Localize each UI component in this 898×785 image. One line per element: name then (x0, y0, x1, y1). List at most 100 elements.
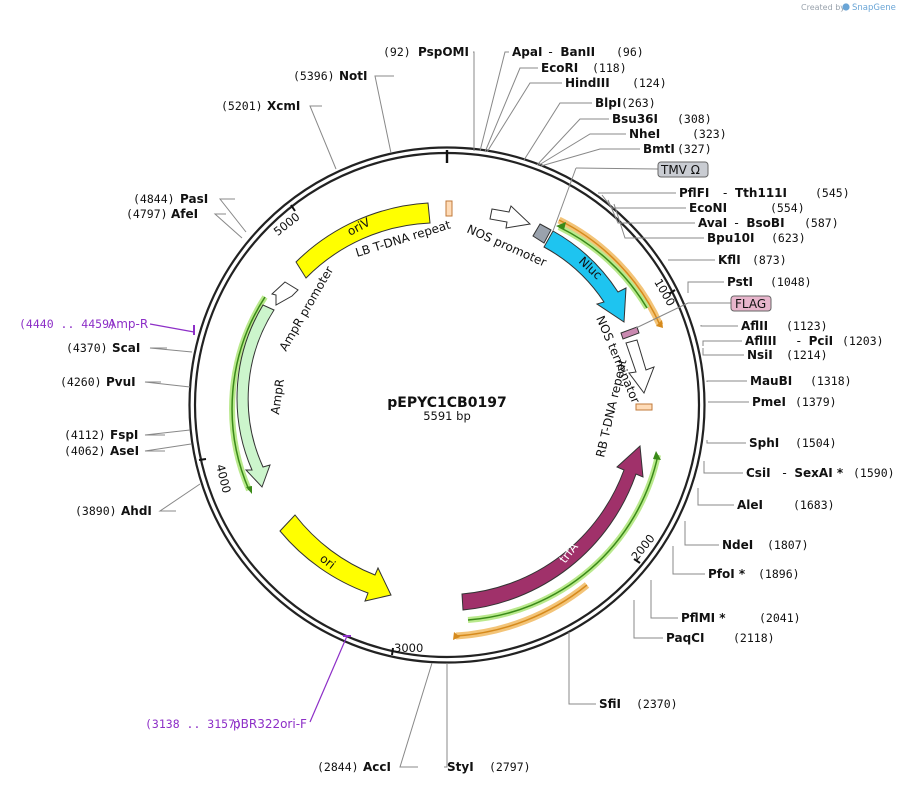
site-leader-line (309, 105, 337, 170)
site-name: PvuI (106, 375, 136, 389)
snapgene-credit: Created by SnapGene (801, 3, 896, 13)
site-leader-line (486, 82, 562, 153)
site-position: (1318) (810, 374, 852, 388)
site-name: NheI (629, 127, 660, 141)
site-leader-line (684, 521, 719, 546)
site-position: (1123) (786, 319, 828, 333)
site-leader-line (607, 199, 695, 224)
site-name-secondary: Tth111I (735, 186, 787, 200)
site-position: (1048) (770, 275, 812, 289)
site-name: Bsu36I (612, 112, 658, 126)
restriction-site: PflMI *(2041) (681, 611, 801, 625)
site-position: (1807) (767, 538, 809, 552)
feature-FLAG-block (620, 326, 640, 340)
site-position: (1214) (786, 348, 828, 362)
restriction-site: EcoNI (554) (689, 201, 805, 215)
site-leader-line (633, 600, 663, 639)
site-name: AvaI (698, 216, 727, 230)
site-name: PfoI * (708, 567, 746, 581)
site-separator: - (782, 466, 786, 480)
restriction-site: StyI(2797) (447, 760, 531, 774)
site-leader-line (149, 347, 193, 353)
site-separator: - (734, 216, 738, 230)
site-position: (623) (771, 231, 806, 245)
site-leader-line (687, 281, 724, 293)
site-position: (554) (770, 201, 805, 215)
pBR322ori-F-name: pBR322ori-F (233, 717, 307, 731)
restriction-site: PaqCI(2118) (666, 631, 775, 645)
site-separator: - (723, 186, 727, 200)
Amp-R-name: Amp-R (108, 317, 148, 331)
site-leader-line (613, 203, 704, 239)
TMV-omega-box: TMV Ω (552, 161, 709, 232)
site-leader-line (144, 429, 191, 436)
restriction-site: AleI (1683) (737, 498, 835, 512)
snapgene-logo-icon (842, 3, 850, 11)
site-leader-line (374, 75, 394, 154)
site-name: NdeI (722, 538, 753, 552)
site-leader-line (700, 325, 738, 327)
restriction-site: HindIII(124) (565, 76, 667, 90)
site-name: Bpu10I (707, 231, 754, 245)
site-leader-line (703, 461, 743, 474)
restriction-site: PmeI (1379) (752, 395, 837, 409)
site-name: AflII (741, 319, 768, 333)
site-position: (96) (616, 45, 644, 59)
site-position: (1896) (758, 567, 800, 581)
site-position: (323) (692, 127, 727, 141)
RB-T-DNA-repeat-label: RB T-DNA repeat (593, 358, 629, 459)
overlay-tracks (229, 216, 664, 640)
restriction-site: XcmI(5201) (221, 99, 300, 113)
site-name: EcoNI (689, 201, 727, 215)
site-position: (4062) (64, 444, 106, 458)
site-leader-line (484, 67, 538, 153)
restriction-site: PvuI(4260) (60, 375, 136, 389)
Amp-R-range: (4440 .. 4459) (19, 317, 116, 331)
AmpR-label: AmpR (268, 378, 287, 415)
backbone (188, 146, 706, 664)
plasmid-size: 5591 bp (423, 409, 471, 423)
site-position: (5396) (293, 69, 335, 83)
FLAG-box: FLAG (635, 295, 772, 329)
site-name: NsiI (747, 348, 773, 362)
restriction-site: ApaI-BanII(96) (512, 45, 644, 59)
TMV-omega-label: TMV Ω (660, 163, 700, 177)
site-name: AhdI (121, 504, 152, 518)
site-leader-line (568, 632, 596, 705)
restriction-site: AflII (1123) (741, 319, 828, 333)
restriction-site: PasI(4844) (133, 192, 208, 206)
site-name: AleI (737, 498, 763, 512)
site-name-secondary: SexAI * (794, 466, 843, 480)
site-name: PmeI (752, 395, 786, 409)
site-leader-line (650, 580, 678, 619)
site-position: (4112) (64, 428, 106, 442)
site-name-secondary: PciI (809, 334, 834, 348)
site-name: NotI (339, 69, 368, 83)
site-position: (545) (815, 186, 850, 200)
tick-1000: 1000 (651, 276, 678, 308)
site-leader-line (218, 198, 247, 233)
site-leader-line (144, 443, 192, 452)
site-position: (1379) (795, 395, 837, 409)
site-position: (3890) (75, 504, 117, 518)
site-leader-line (702, 348, 744, 356)
site-position: (1683) (793, 498, 835, 512)
site-position: (1590) (853, 466, 895, 480)
restriction-site: AfeI(4797) (126, 207, 198, 221)
restriction-site: ScaI(4370) (66, 341, 140, 355)
site-leader-line (523, 102, 592, 161)
restriction-site: MauBI(1318) (750, 374, 852, 388)
site-position: (92) (383, 45, 411, 59)
credit-prefix: Created by (801, 3, 845, 12)
site-leader-line (144, 381, 191, 388)
site-position: (4797) (126, 207, 168, 221)
site-leader-line (399, 662, 433, 768)
tick-label-4000: 4000 (213, 463, 234, 495)
site-name-secondary: BsoBI (746, 216, 784, 230)
restriction-site: SfiI(2370) (599, 697, 678, 711)
site-leader-line (473, 51, 475, 151)
tick-4000: 4000 (198, 458, 234, 495)
site-name: PasI (180, 192, 208, 206)
feature-TMV-omega-block (532, 223, 552, 244)
restriction-site: NheI (323) (629, 127, 727, 141)
